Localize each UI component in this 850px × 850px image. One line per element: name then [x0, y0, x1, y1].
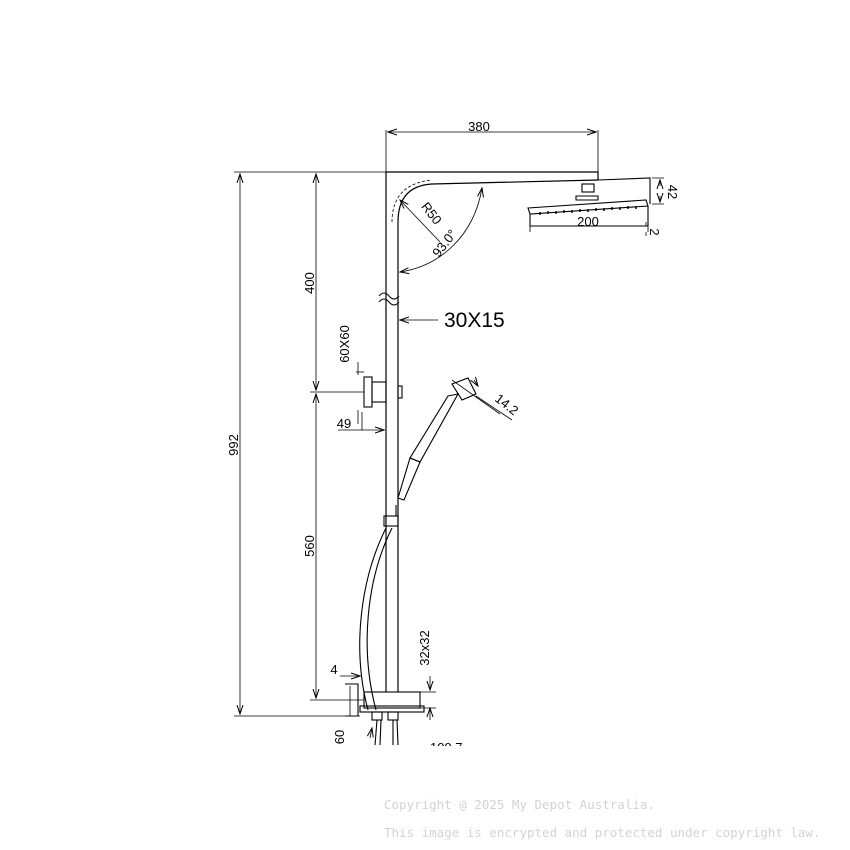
- dim-handset-head: 14.2: [492, 391, 521, 418]
- dim-total-height: 992: [226, 434, 241, 456]
- dim-upper-height: 400: [302, 272, 317, 294]
- dimension-lines: [234, 130, 664, 739]
- dim-head-lip: 2: [647, 228, 662, 235]
- wall-bracket: [363, 376, 403, 408]
- dim-bracket-offset: 49: [337, 416, 351, 431]
- mixer-body: [345, 683, 425, 746]
- dim-lower-height: 560: [302, 535, 317, 557]
- dim-head-thickness: 42: [665, 185, 680, 199]
- shower-head: [527, 177, 651, 227]
- dim-mixer-height: 60: [332, 730, 347, 744]
- dim-bracket-size: 60X60: [337, 325, 352, 363]
- dim-mixer-size: 32x32: [417, 630, 432, 665]
- label-pipe-section: 30X15: [444, 309, 505, 332]
- watermark-copyright: Copyright @ 2025 My Depot Australia.: [384, 797, 655, 812]
- dim-arm-length: 380: [468, 119, 490, 134]
- shower-rail: [378, 171, 599, 692]
- dim-head-width: 200: [577, 214, 599, 229]
- dim-mixer-gap: 4: [330, 662, 337, 677]
- watermark-notice: This image is encrypted and protected un…: [384, 825, 821, 840]
- hand-shower: [359, 377, 477, 711]
